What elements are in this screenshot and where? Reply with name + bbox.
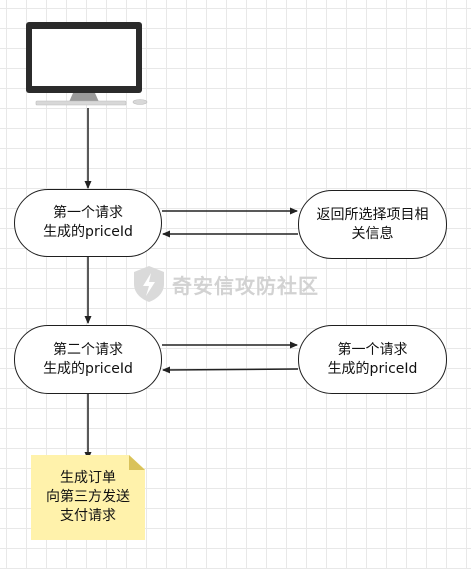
node-return-info: 返回所选择项目相 关信息	[298, 190, 447, 259]
note-create-order: 生成订单 向第三方发送 支付请求	[31, 455, 145, 540]
arrow-request-one-again-to-request-two	[162, 366, 299, 374]
node-request-two: 第二个请求 生成的priceId	[14, 325, 162, 394]
node-request-one: 第一个请求 生成的priceId	[14, 189, 162, 257]
watermark: 奇安信攻防社区	[132, 265, 319, 303]
node-request-one-again: 第一个请求 生成的priceId	[298, 325, 447, 394]
shield-logo-icon	[134, 266, 164, 302]
watermark-text: 奇安信攻防社区	[172, 273, 319, 298]
